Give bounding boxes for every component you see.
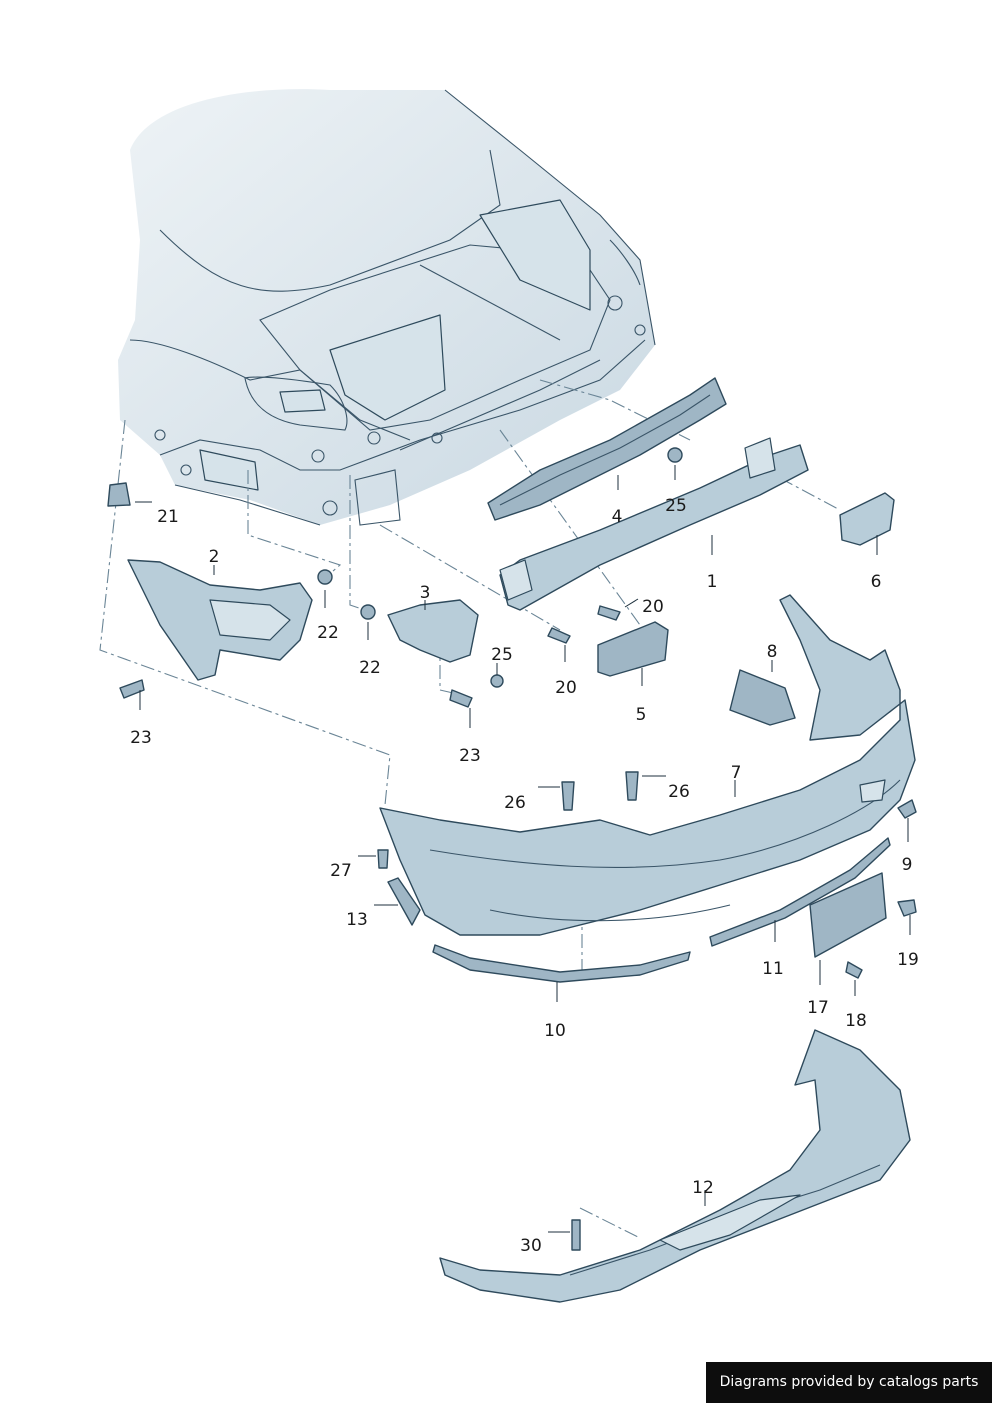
fasteners <box>107 447 917 1251</box>
fastener-20a <box>597 605 621 621</box>
fastener-27 <box>377 849 389 869</box>
callout-21: 21 <box>157 507 179 527</box>
callout-9: 9 <box>902 855 913 875</box>
callout-30: 30 <box>520 1236 542 1256</box>
fastener-26a <box>561 781 575 811</box>
callout-17: 17 <box>807 998 829 1018</box>
callout-20a: 20 <box>642 597 664 617</box>
callout-13: 13 <box>346 910 368 930</box>
part-13-side-piece <box>387 877 421 926</box>
callout-20b: 20 <box>555 678 577 698</box>
part-5-reflector <box>597 621 669 677</box>
fastener-23b <box>449 689 473 708</box>
callout-25a: 25 <box>665 496 687 516</box>
fastener-22a <box>317 569 333 585</box>
part-12-diffuser <box>439 1029 911 1303</box>
callout-5: 5 <box>636 705 647 725</box>
fastener-23a <box>119 679 145 699</box>
part-9-clip <box>897 799 917 819</box>
part-7-bumper-cover <box>379 594 916 936</box>
fastener-30 <box>571 1219 581 1251</box>
callout-19: 19 <box>897 950 919 970</box>
part-6-guide <box>839 492 895 546</box>
callout-10: 10 <box>544 1021 566 1041</box>
callout-4: 4 <box>612 507 623 527</box>
callout-8: 8 <box>767 642 778 662</box>
callout-27: 27 <box>330 861 352 881</box>
callout-23a: 23 <box>130 728 152 748</box>
callout-22a: 22 <box>317 623 339 643</box>
callout-22b: 22 <box>359 658 381 678</box>
leader-lines <box>135 465 911 1233</box>
fastener-18 <box>845 961 863 979</box>
callout-25b: 25 <box>491 645 513 665</box>
callout-23b: 23 <box>459 746 481 766</box>
callout-7: 7 <box>731 763 742 783</box>
fastener-26b <box>625 771 639 801</box>
assembly-lines <box>99 379 841 1239</box>
callout-labels: 1 2 3 4 5 6 7 8 9 10 11 12 13 17 18 19 2… <box>130 496 919 1256</box>
part-10-trim-strip <box>432 944 691 983</box>
callout-26b: 26 <box>668 782 690 802</box>
fastener-25b <box>490 674 504 688</box>
callout-12: 12 <box>692 1178 714 1198</box>
fastener-25a <box>667 447 683 463</box>
fastener-22b <box>360 604 376 620</box>
car-body-rear <box>118 89 656 526</box>
part-17-plate-holder <box>809 872 887 958</box>
part-1-bumper-carrier <box>499 444 809 611</box>
fastener-19 <box>897 899 917 917</box>
fastener-20b <box>547 627 571 644</box>
part-3-bracket <box>387 599 479 663</box>
callout-2: 2 <box>209 547 220 567</box>
part-11-trim-strip <box>709 837 891 947</box>
part-8-grille <box>729 669 796 726</box>
callout-3: 3 <box>420 583 431 603</box>
fastener-21 <box>107 482 131 507</box>
part-4-energy-absorber <box>487 377 727 521</box>
callout-1: 1 <box>707 572 718 592</box>
callout-26a: 26 <box>504 793 526 813</box>
callout-18: 18 <box>845 1011 867 1031</box>
callout-11: 11 <box>762 959 784 979</box>
credit-banner: Diagrams provided by catalogs parts <box>706 1362 992 1403</box>
callout-6: 6 <box>871 572 882 592</box>
